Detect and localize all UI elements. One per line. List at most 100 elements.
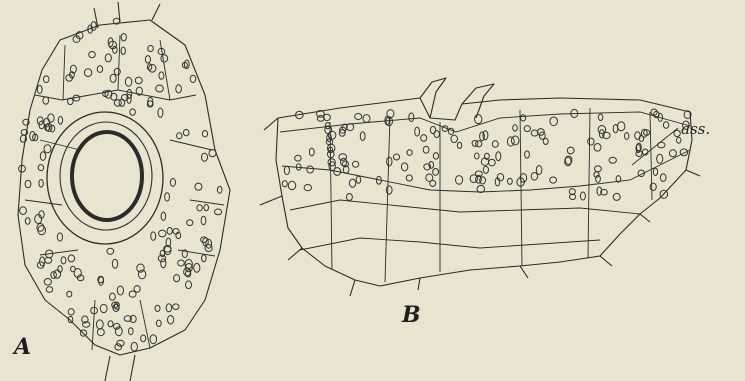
chloroplast-grain: [167, 228, 172, 235]
chloroplast-grain: [135, 77, 142, 84]
chloroplast-grain: [48, 114, 54, 122]
chloroplast-grain: [145, 56, 150, 63]
chloroplast-grain: [407, 150, 412, 156]
chloroplast-grain: [165, 193, 170, 201]
chloroplast-grain: [202, 153, 208, 161]
chloroplast-grain: [680, 149, 687, 156]
chloroplast-grain: [141, 335, 146, 342]
chloroplast-grain: [97, 66, 103, 73]
chloroplast-grain: [25, 218, 30, 225]
chloroplast-grain: [97, 329, 104, 336]
chloroplast-grain: [84, 69, 91, 77]
chloroplast-grain: [71, 266, 76, 272]
chloroplast-grain: [217, 186, 222, 193]
chloroplast-grain: [456, 176, 463, 185]
chloroplast-grain: [114, 100, 121, 107]
chloroplast-grain: [492, 141, 498, 148]
chloroplast-grain: [187, 220, 193, 226]
chloroplast-grain: [360, 132, 365, 141]
chloroplast-grain: [149, 65, 156, 73]
chloroplast-grain: [67, 291, 72, 297]
chloroplast-grain: [110, 293, 116, 300]
chloroplast-grain: [430, 126, 435, 133]
chloroplast-grain: [57, 233, 62, 241]
chloroplast-grain: [113, 46, 118, 53]
chloroplast-grain: [37, 85, 42, 93]
chloroplast-grain: [355, 114, 362, 120]
chloroplast-grain: [309, 148, 314, 156]
chloroplast-grain: [508, 178, 513, 184]
chloroplast-grain: [44, 279, 51, 286]
chloroplast-grain: [457, 142, 461, 148]
chloroplast-grain: [177, 133, 182, 139]
chloroplast-grain: [173, 304, 179, 310]
panel-a-surface-view: [18, 2, 230, 381]
chloroplast-grain: [68, 255, 74, 262]
chloroplast-grain: [507, 137, 514, 146]
chloroplast-grain: [489, 159, 496, 166]
chloroplast-grain: [580, 192, 585, 200]
chloroplast-grain: [148, 46, 154, 52]
chloroplast-grain: [472, 140, 478, 146]
assimilation-tissue-label: ass.: [681, 120, 710, 138]
chloroplast-grain: [125, 77, 131, 86]
chloroplast-grain: [38, 165, 44, 171]
chloroplast-grain: [521, 115, 526, 121]
chloroplast-grain: [134, 286, 140, 293]
chloroplast-grain: [155, 305, 160, 311]
chloroplast-grain: [282, 181, 287, 187]
chloroplast-grain: [483, 166, 488, 173]
chloroplast-grain: [660, 174, 666, 182]
panel-b-cross-section: [260, 78, 700, 296]
chloroplast-grain: [25, 180, 31, 188]
chloroplast-grain: [448, 128, 453, 134]
chloroplast-grain: [176, 85, 182, 93]
chloroplast-grain: [588, 138, 594, 145]
chloroplast-grains-b: [282, 109, 691, 201]
chloroplast-grain: [339, 154, 347, 161]
chloroplast-grain: [349, 179, 355, 187]
chloroplast-grain: [536, 166, 542, 175]
chloroplast-grain: [35, 215, 42, 224]
chloroplast-grain: [657, 154, 663, 163]
chloroplast-grain: [158, 108, 163, 117]
chloroplast-grain: [147, 64, 151, 70]
chloroplast-grain: [46, 287, 53, 293]
chloroplast-grain: [161, 212, 166, 220]
chloroplast-grain: [215, 209, 222, 215]
chloroplast-grain: [295, 155, 301, 161]
chloroplast-grains-a: [19, 18, 222, 351]
chloroplast-grain: [433, 153, 438, 160]
chloroplast-grain: [653, 168, 657, 175]
chloroplast-grain: [204, 205, 209, 211]
chloroplast-grain: [130, 109, 136, 115]
chloroplast-grain: [151, 232, 156, 240]
chloroplast-grain: [650, 183, 656, 190]
chloroplast-grain: [393, 154, 399, 160]
chloroplast-grain: [117, 286, 123, 295]
chloroplast-grain: [609, 157, 616, 163]
chloroplast-grain: [423, 146, 429, 153]
chloroplast-grain: [195, 183, 202, 190]
chloroplast-grain: [61, 257, 66, 264]
chloroplast-grain: [618, 122, 625, 131]
chloroplast-grain: [386, 186, 392, 194]
chloroplast-grain: [304, 185, 311, 191]
chloroplast-grain: [156, 85, 164, 92]
chloroplast-grain: [475, 115, 482, 124]
chloroplast-grain: [595, 166, 602, 172]
chloroplast-grain: [161, 55, 168, 62]
chloroplast-grain: [44, 145, 51, 153]
chloroplast-grain: [96, 320, 103, 329]
chloroplast-grain: [346, 194, 352, 201]
chloroplast-grain: [110, 74, 116, 82]
chloroplast-grain: [663, 122, 668, 128]
chloroplast-grain: [131, 342, 137, 351]
chloroplast-grain: [129, 328, 134, 335]
chloroplast-grain: [406, 175, 412, 181]
chloroplast-grain: [550, 117, 558, 126]
chloroplast-grain: [156, 320, 161, 326]
chloroplast-grain: [352, 161, 358, 167]
